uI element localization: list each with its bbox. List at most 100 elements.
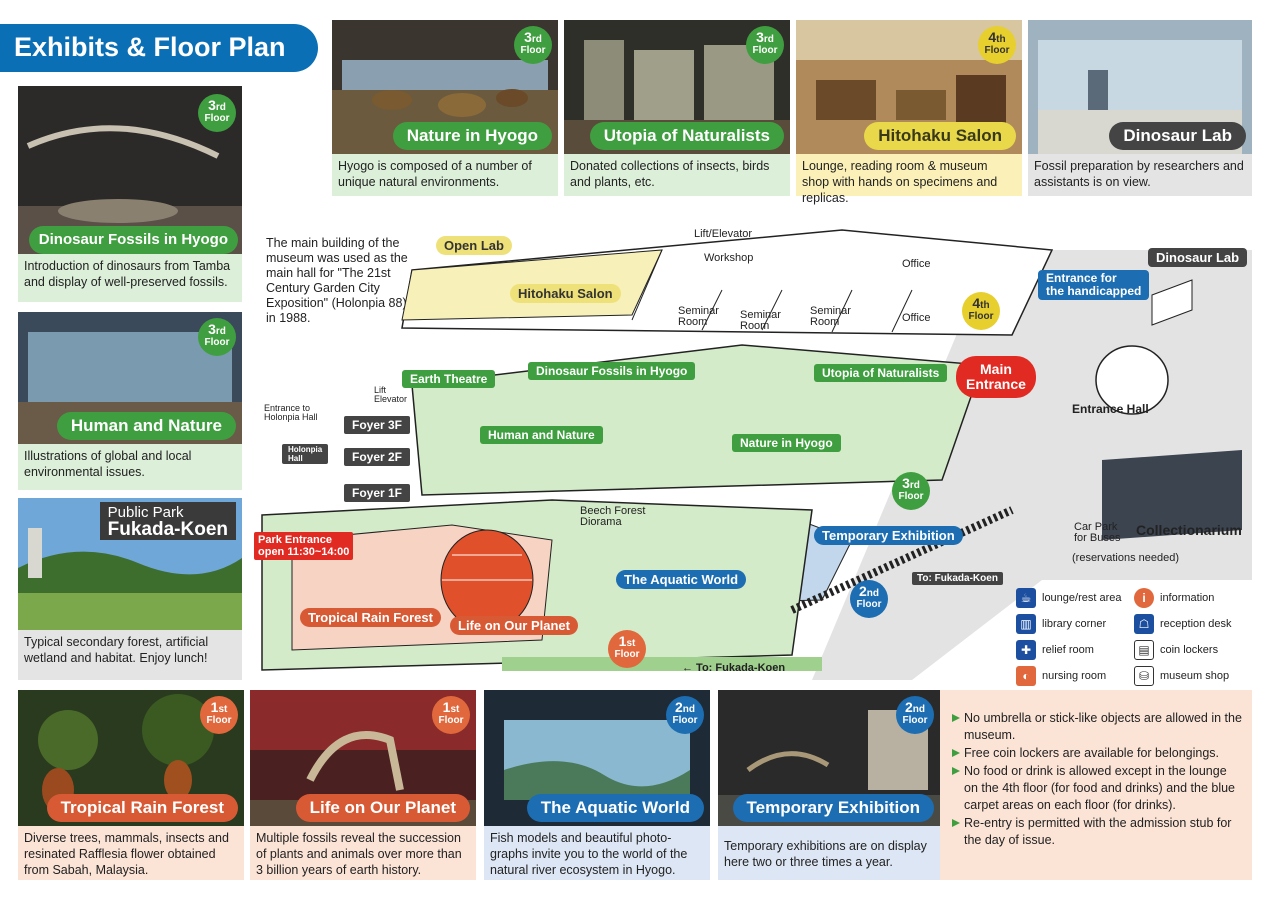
map-label-workshop: Workshop [704, 252, 754, 264]
card-title: Tropical Rain Forest [46, 794, 238, 822]
map-label-park-entrance: Park Entrance open 11:30~14:00 [254, 532, 354, 560]
map-label-car-park: Car Park for Buses [1074, 521, 1121, 544]
map-label-utopia: Utopia of Naturalists [814, 364, 948, 382]
card-title: Nature in Hyogo [392, 122, 552, 150]
library-icon: ▥ [1016, 614, 1036, 634]
card-caption: Diverse trees, mammals, insects and resi… [18, 826, 244, 880]
lounge-icon: ☕ [1016, 588, 1036, 608]
map-label-dinosaur-lab: Dinosaur Lab [1148, 248, 1248, 267]
rule-item: No food or drink is allowed except in th… [952, 763, 1242, 814]
map-label-office: Office [902, 312, 931, 324]
card-title: Life on Our Planet [295, 794, 470, 822]
card-caption: Multiple fossils reveal the succession o… [250, 826, 476, 880]
map-label-lift: Lift Elevator [374, 385, 408, 404]
map-label-foyer-2f: Foyer 2F [344, 448, 411, 466]
map-label-to-fukada-koen-path: ← To: Fukada-Koen [682, 662, 786, 674]
map-label-office: Office [902, 258, 931, 270]
card-title: Dinosaur Lab [1109, 122, 1246, 150]
map-label-reservations: (reservations needed) [1072, 552, 1180, 564]
coin-locker-icon: ▤ [1134, 640, 1154, 660]
card-public-park: Public Park Fukada-Koen Typical secondar… [18, 498, 242, 680]
map-label-entrance-handicapped: Entrance for the handicapped [1038, 270, 1150, 300]
card-caption: Temporary exhibitions are on display her… [718, 826, 940, 880]
map-label-entrance-holonpia: Entrance to Holonpia Hall [264, 403, 318, 422]
card-title: Temporary Exhibition [732, 794, 934, 822]
card-title: Hitohaku Salon [864, 122, 1016, 150]
map-label-main-entrance: Main Entrance [956, 356, 1036, 398]
reception-icon: ☖ [1134, 614, 1154, 634]
nursing-room-icon: ◐ [1016, 666, 1036, 686]
map-label-seminar-room: Seminar Room [678, 305, 719, 328]
visitor-rules: No umbrella or stick-like objects are al… [940, 690, 1252, 880]
legend-item: ✚relief room [1016, 640, 1094, 660]
map-label-human-and-nature: Human and Nature [480, 426, 603, 444]
map-label-nature-in-hyogo: Nature in Hyogo [732, 434, 841, 452]
page-title: Exhibits & Floor Plan [0, 24, 318, 72]
relief-room-icon: ✚ [1016, 640, 1036, 660]
map-label-life-on-planet: Life on Our Planet [450, 616, 578, 635]
map-label-temporary-exhibition: Temporary Exhibition [814, 526, 963, 545]
map-label-seminar-room: Seminar Room [740, 309, 781, 332]
rule-item: No umbrella or stick-like objects are al… [952, 710, 1242, 744]
map-label-hitohaku-salon: Hitohaku Salon [510, 284, 621, 303]
map-label-beech-forest: Beech Forest Diorama [580, 505, 646, 528]
rule-item: Re-entry is permitted with the admission… [952, 815, 1242, 849]
museum-shop-icon: ⛁ [1134, 666, 1154, 686]
map-label-aquatic-world: The Aquatic World [616, 570, 747, 589]
rule-item: Free coin lockers are available for belo… [952, 745, 1242, 762]
photo-dinosaur-lab [1028, 20, 1252, 154]
map-label-holonpia-hall: Holonpia Hall [282, 444, 329, 464]
map-label-entrance-hall: Entrance Hall [1072, 402, 1149, 416]
park-label: Public Park Fukada-Koen [99, 502, 236, 540]
legend-item: ◐nursing room [1016, 666, 1106, 686]
intro-text: The main building of the museum was used… [266, 236, 408, 325]
map-label-to-fukada-koen: To: Fukada-Koen [912, 572, 1003, 585]
card-caption: Typical secondary forest, artificial wet… [18, 630, 242, 680]
map-label-seminar-room: Seminar Room [810, 305, 851, 328]
card-title: The Aquatic World [526, 794, 704, 822]
card-caption: Illustrations of global and local enviro… [18, 444, 242, 490]
card-caption: Donated collections of insects, birds an… [564, 154, 790, 196]
information-icon: i [1134, 588, 1154, 608]
map-label-foyer-3f: Foyer 3F [344, 416, 411, 434]
map-label-earth-theatre: Earth Theatre [402, 370, 496, 388]
legend-item: ▥library corner [1016, 614, 1106, 634]
card-title: Human and Nature [56, 412, 236, 440]
card-caption: Fossil preparation by researchers and as… [1028, 154, 1252, 196]
floor-plan-map: Open Lab Hitohaku Salon Lift/Elevator Wo… [252, 210, 1252, 690]
legend-item: ⛁museum shop [1134, 666, 1229, 686]
legend-item: ▤coin lockers [1134, 640, 1218, 660]
legend-item: ☖reception desk [1134, 614, 1232, 634]
card-title: Dinosaur Fossils in Hyogo [28, 226, 238, 254]
card-caption: Hyogo is composed of a number of unique … [332, 154, 558, 196]
card-title: Utopia of Naturalists [589, 122, 784, 150]
map-label-lift-elevator: Lift/Elevator [694, 228, 753, 240]
map-label-collectionarium: Collectionarium [1136, 522, 1242, 538]
card-caption: Lounge, reading room & museum shop with … [796, 154, 1022, 205]
card-dinosaur-lab: Dinosaur Lab Fossil preparation by resea… [1028, 20, 1252, 196]
legend-item: ☕lounge/rest area [1016, 588, 1122, 608]
map-label-open-lab: Open Lab [436, 236, 512, 255]
